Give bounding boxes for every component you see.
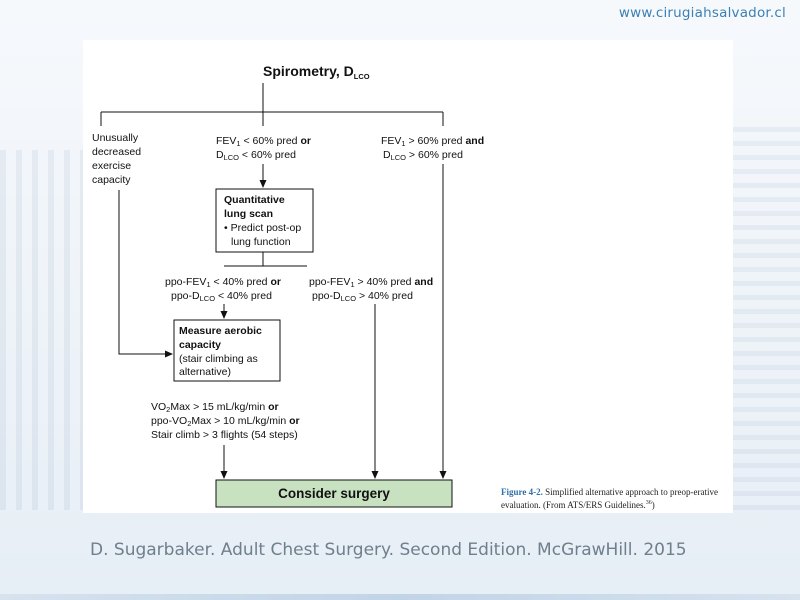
consider-surgery-box xyxy=(215,479,453,508)
arrow-left-to-aerobic xyxy=(118,190,173,358)
aerobic-box xyxy=(173,319,281,382)
branch-left-label: Unusually decreased exercise capacity xyxy=(92,132,144,186)
branch-mid-line2: DLCO < 60% pred xyxy=(216,149,296,162)
site-url[interactable]: www.cirugiahsalvador.cl xyxy=(618,5,786,21)
lung-scan-title: Quantitative lung scan xyxy=(224,194,288,220)
flowchart: Spirometry, DLCO Unusually decreased exe… xyxy=(92,63,484,508)
vo2-line2: ppo-VO2Max > 10 mL/kg/min or xyxy=(151,415,300,428)
aerobic-note: (stair climbing as alternative) xyxy=(179,353,261,378)
consider-surgery-label: Consider surgery xyxy=(278,486,390,501)
vo2-line3: Stair climb > 3 flights (54 steps) xyxy=(151,429,298,441)
lung-scan-box xyxy=(215,188,314,253)
figure-caption-ref: 36 xyxy=(645,500,652,506)
bottom-decor-bar xyxy=(0,594,800,600)
figure-caption: Figure 4-2. Simplified alternative appro… xyxy=(501,487,729,511)
ppo-high-line1: ppo-FEV1 > 40% pred and xyxy=(309,276,433,289)
ppo-low-line2: ppo-DLCO < 40% pred xyxy=(171,290,272,303)
background-watermark-right xyxy=(730,120,800,510)
aerobic-title: Measure aerobic capacity xyxy=(179,325,265,351)
figure-caption-close: ) xyxy=(651,500,655,510)
figure-panel: Spirometry, DLCO Unusually decreased exe… xyxy=(83,40,733,513)
branch-right-line2: DLCO > 60% pred xyxy=(383,149,463,162)
vo2-line1: VO2Max > 15 mL/kg/min or xyxy=(151,401,279,414)
lung-scan-bullet: • Predict post-op lung function xyxy=(224,222,304,248)
figure-caption-text: Simplified alternative approach to preop… xyxy=(501,487,719,510)
branch-right-line1: FEV1 > 60% pred and xyxy=(381,135,484,148)
source-citation: D. Sugarbaker. Adult Chest Surgery. Seco… xyxy=(90,540,687,560)
flowchart-title: Spirometry, DLCO xyxy=(263,63,370,81)
ppo-low-line1: ppo-FEV1 < 40% pred or xyxy=(165,276,281,289)
branch-mid-line1: FEV1 < 60% pred or xyxy=(216,135,311,148)
background-watermark-left xyxy=(0,150,85,510)
ppo-high-line2: ppo-DLCO > 40% pred xyxy=(312,290,413,303)
figure-caption-label: Figure 4-2. xyxy=(501,487,543,497)
